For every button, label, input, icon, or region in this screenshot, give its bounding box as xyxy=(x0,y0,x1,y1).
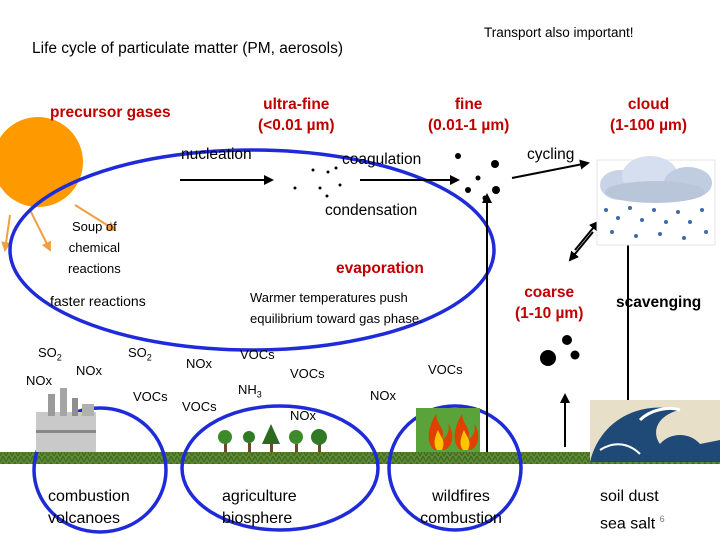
warmer-note: Warmer temperatures push equilibrium tow… xyxy=(250,287,423,329)
cloud-exchange-up-arrow xyxy=(574,220,600,251)
fire-icon xyxy=(416,408,480,452)
warmer-note-line: Warmer temperatures push xyxy=(250,290,408,305)
coarse-label: coarse (1-10 µm) xyxy=(515,282,583,324)
source-label-text: sea salt xyxy=(600,515,656,533)
species-nox: NOx xyxy=(290,408,316,423)
coarse-range: (1-10 µm) xyxy=(515,305,584,322)
species-nox: NOx xyxy=(186,356,212,371)
source-label-soil: soil dust sea salt 6 xyxy=(600,486,665,535)
transport-note: Transport also important! xyxy=(484,25,634,40)
species-vocs: VOCs xyxy=(182,399,217,414)
species-so2: SO2 xyxy=(128,345,152,363)
ultrafine-particles xyxy=(293,166,342,198)
cloud-rain-icon xyxy=(596,156,716,246)
species-vocs: VOCs xyxy=(133,389,168,404)
wave-icon xyxy=(590,400,720,462)
species-subscript: 3 xyxy=(256,389,262,400)
species-nh3: NH3 xyxy=(238,382,262,400)
coagulation-label: coagulation xyxy=(342,151,422,168)
sun-ray-arrow xyxy=(1,214,12,252)
source-label-line: agriculture xyxy=(222,488,297,505)
species-vocs: VOCs xyxy=(428,362,463,377)
species-text: NH xyxy=(238,382,257,397)
cloud-label: cloud (1-100 µm) xyxy=(610,94,687,136)
source-label-agriculture: agriculture biosphere xyxy=(222,486,297,530)
species-nox: NOx xyxy=(370,388,396,403)
fine-range: (0.01-1 µm) xyxy=(428,117,510,134)
soup-note-line: reactions xyxy=(68,261,121,276)
condensation-label: condensation xyxy=(325,202,418,219)
cloud-range: (1-100 µm) xyxy=(610,117,687,134)
source-label-line: volcanoes xyxy=(48,510,121,527)
soup-note: Soup of chemical reactions xyxy=(68,216,121,279)
fine-particles xyxy=(455,153,500,201)
species-vocs: VOCs xyxy=(240,347,275,362)
species-vocs: VOCs xyxy=(290,366,325,381)
cloud-name: cloud xyxy=(627,96,670,113)
page-number: 6 xyxy=(659,514,665,524)
species-text: SO xyxy=(38,345,57,360)
soup-note-line: Soup of xyxy=(71,219,117,234)
soup-note-line: chemical xyxy=(68,240,121,255)
source-label-line: combustion xyxy=(48,488,130,505)
ultrafine-range: (<0.01 µm) xyxy=(258,117,335,134)
source-label-line: soil dust xyxy=(600,488,659,505)
scavenging-label: scavenging xyxy=(616,294,702,311)
coarse-particles xyxy=(540,335,580,366)
source-label-line: biosphere xyxy=(222,510,293,527)
source-ellipse-agriculture xyxy=(180,404,380,532)
source-label-combustion: combustion volcanoes xyxy=(48,486,130,530)
species-nox: NOx xyxy=(76,363,102,378)
factory-icon xyxy=(36,388,96,452)
source-label-line: combustion xyxy=(420,510,502,527)
ground-strip xyxy=(0,452,720,464)
precursor-gases-label: precursor gases xyxy=(50,104,171,121)
coarse-name: coarse xyxy=(524,284,575,301)
source-ellipse-wildfires xyxy=(387,404,523,532)
cycling-arrow xyxy=(511,159,590,179)
warmer-note-line: equilibrium toward gas phase. xyxy=(250,311,423,326)
species-subscript: 2 xyxy=(146,352,152,363)
fine-label: fine (0.01-1 µm) xyxy=(428,94,509,136)
evaporation-label: evaporation xyxy=(336,260,424,277)
species-text: SO xyxy=(128,345,147,360)
source-ellipse-combustion xyxy=(32,406,168,534)
sun-ray-arrow xyxy=(74,204,117,232)
atmosphere-ellipse xyxy=(8,148,496,352)
nucleation-label: nucleation xyxy=(181,146,252,163)
source-label-wildfires: wildfires combustion xyxy=(396,486,526,530)
ultrafine-name: ultra-fine xyxy=(263,96,330,113)
species-nox: NOx xyxy=(26,373,52,388)
fine-name: fine xyxy=(454,96,483,113)
source-label-line: sea salt 6 xyxy=(600,508,665,535)
species-subscript: 2 xyxy=(56,352,62,363)
ultrafine-label: ultra-fine (<0.01 µm) xyxy=(258,94,335,136)
faster-reactions-note: faster reactions xyxy=(50,293,146,309)
cloud-exchange-down-arrow xyxy=(568,231,594,262)
tree-icon xyxy=(218,424,327,452)
page-title: Life cycle of particulate matter (PM, ae… xyxy=(32,40,343,57)
cycling-label: cycling xyxy=(527,146,575,163)
sun-ray-arrow xyxy=(29,209,51,252)
source-label-line: wildfires xyxy=(432,488,490,505)
sun-icon xyxy=(0,117,83,207)
species-so2: SO2 xyxy=(38,345,62,363)
